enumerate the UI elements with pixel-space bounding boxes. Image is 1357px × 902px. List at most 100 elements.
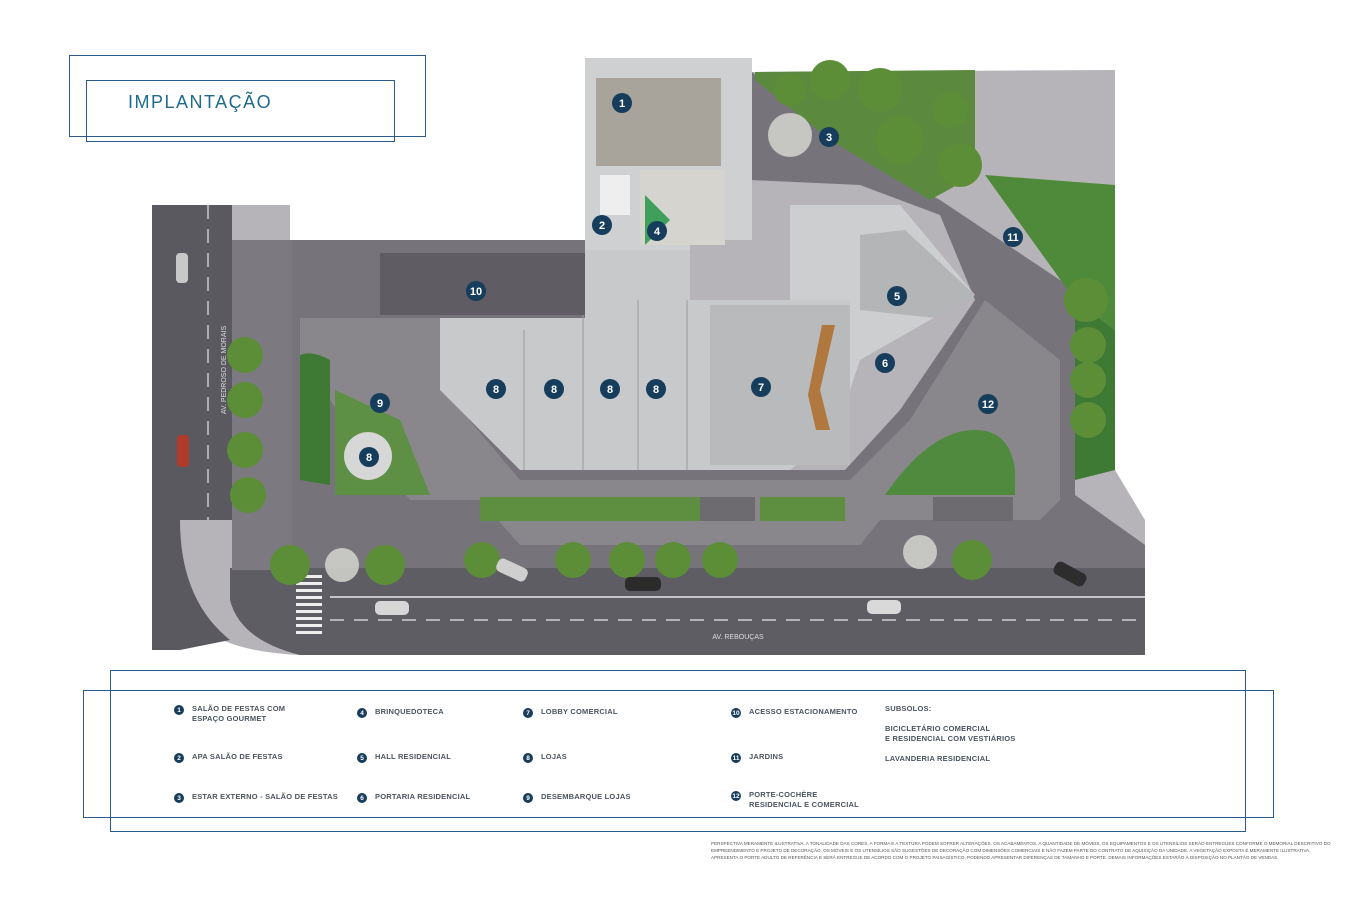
disclaimer-text: PERSPECTIVA MERAMENTE ILUSTRATIVA. A TON… — [711, 841, 1331, 860]
map-marker-8 — [544, 379, 564, 399]
page-title: IMPLANTAÇÃO — [128, 92, 273, 112]
legend-item-8: 8 LOJAS — [523, 752, 567, 763]
subsoil-heading: SUBSOLOS: — [885, 704, 932, 713]
cars — [176, 253, 1087, 615]
map-marker-label: 5 — [894, 291, 900, 303]
map-marker-label: 8 — [653, 384, 659, 396]
map-marker-label: 8 — [366, 452, 372, 464]
legend-item-7: 7 LOBBY COMERCIAL — [523, 707, 618, 718]
map-marker-12 — [978, 394, 998, 414]
legend-number: 12 — [731, 791, 741, 801]
map-marker-9 — [370, 393, 390, 413]
map-marker-5 — [887, 286, 907, 306]
map-marker-2 — [592, 215, 612, 235]
legend-item-12: 12 PORTE-COCHÈRE RESIDENCIAL E COMERCIAL — [731, 790, 859, 810]
legend-item-6: 6 PORTARIA RESIDENCIAL — [357, 792, 470, 803]
subsoil-item: LAVANDERIA RESIDENCIAL — [885, 754, 991, 763]
title-frame-inner — [86, 80, 395, 142]
map-marker-label: 11 — [1007, 232, 1019, 244]
legend-number: 8 — [523, 753, 533, 763]
hedge-row — [480, 497, 700, 521]
legend-number: 9 — [523, 793, 533, 803]
garden-porte-cochere — [885, 430, 1015, 495]
map-marker-label: 8 — [551, 384, 557, 396]
legend-number: 6 — [357, 793, 367, 803]
map-marker-label: 9 — [377, 398, 383, 410]
map-marker-7 — [751, 377, 771, 397]
legend-number: 5 — [357, 753, 367, 763]
bottom-avenue — [230, 568, 1145, 655]
legend-number: 2 — [174, 753, 184, 763]
lobby-bench — [808, 325, 835, 430]
legend-item-9: 9 DESEMBARQUE LOJAS — [523, 792, 631, 803]
restroom-block — [600, 175, 630, 215]
map-marker-8 — [646, 379, 666, 399]
legend-label: APA SALÃO DE FESTAS — [192, 752, 283, 761]
map-marker-label: 8 — [493, 384, 499, 396]
subsoil-item: BICICLETÁRIO COMERCIAL — [885, 724, 991, 733]
legend-number: 10 — [731, 708, 741, 718]
bench-deck — [700, 497, 755, 521]
legend-label: PORTARIA RESIDENCIAL — [375, 792, 471, 801]
map-marker-10 — [466, 281, 486, 301]
map-marker-label: 3 — [826, 132, 832, 144]
map-marker-4 — [647, 221, 667, 241]
map-marker-6 — [875, 353, 895, 373]
legend-label: LOBBY COMERCIAL — [541, 707, 618, 716]
legend-item-4: 4 BRINQUEDOTECA — [357, 707, 444, 718]
map-marker-label: 12 — [982, 399, 994, 411]
site-plan: AV. PEDROSO DE MORAIS AV. REBOUÇAS 12345… — [152, 58, 1145, 655]
legend-label: SALÃO DE FESTAS COM — [192, 704, 286, 713]
legend-item-2: 2 APA SALÃO DE FESTAS — [174, 752, 283, 763]
ornamental-trees — [325, 113, 937, 582]
legend-number: 11 — [731, 753, 741, 763]
legend-label: LOJAS — [541, 752, 568, 761]
legend-item-10: 10 ACESSO ESTACIONAMENTO — [731, 707, 858, 718]
legend-label: JARDINS — [749, 752, 784, 761]
legend-label: ACESSO ESTACIONAMENTO — [749, 707, 858, 716]
legend-item-1: 1 SALÃO DE FESTAS COM ESPAÇO GOURMET — [174, 704, 285, 724]
plaza-inner-band — [300, 300, 1060, 545]
map-marker-11 — [1003, 227, 1023, 247]
map-marker-label: 4 — [654, 226, 661, 238]
legend-frame-inner — [83, 690, 1274, 818]
legend-number: 3 — [174, 793, 184, 803]
bench-deck — [933, 497, 1013, 521]
map-marker-label: 10 — [470, 286, 482, 298]
legend-label: HALL RESIDENCIAL — [375, 752, 451, 761]
salon-floor — [596, 78, 721, 166]
legend-number: 7 — [523, 708, 533, 718]
legend-item-5: 5 HALL RESIDENCIAL — [357, 752, 451, 763]
legend-label: DESEMBARQUE LOJAS — [541, 792, 631, 801]
legend-label: PORTE-COCHÈRE — [749, 790, 818, 799]
map-marker-8 — [486, 379, 506, 399]
legend-item-3: 3 ESTAR EXTERNO - SALÃO DE FESTAS — [174, 792, 338, 803]
legend-label: RESIDENCIAL E COMERCIAL — [749, 800, 859, 809]
legend-frame-outer — [110, 670, 1246, 832]
map-marker-label: 1 — [619, 98, 625, 110]
title-frame-outer — [69, 55, 426, 137]
left-avenue — [152, 205, 232, 650]
map-marker-8 — [359, 447, 379, 467]
legend-number: 1 — [174, 705, 184, 715]
legend-label: BRINQUEDOTECA — [375, 707, 444, 716]
street-label-bottom: AV. REBOUÇAS — [712, 634, 764, 641]
garden-plaza — [300, 353, 330, 485]
map-marker-label: 7 — [758, 382, 764, 394]
hedge-row — [760, 497, 845, 521]
map-marker-1 — [612, 93, 632, 113]
garden-terrace — [755, 70, 975, 200]
map-marker-3 — [819, 127, 839, 147]
map-marker-label: 2 — [599, 220, 605, 232]
street-label-left: AV. PEDROSO DE MORAIS — [221, 326, 228, 415]
legend-label: ESTAR EXTERNO - SALÃO DE FESTAS — [192, 792, 338, 801]
street-trees — [227, 60, 1108, 585]
legend-number: 4 — [357, 708, 367, 718]
map-marker-8 — [600, 379, 620, 399]
map-marker-label: 6 — [882, 358, 888, 370]
map-marker-label: 8 — [607, 384, 613, 396]
subsoil-info: SUBSOLOS: BICICLETÁRIO COMERCIAL E RESID… — [885, 704, 1015, 764]
subsoil-item: E RESIDENCIAL COM VESTIÁRIOS — [885, 734, 1016, 743]
legend-item-11: 11 JARDINS — [731, 752, 783, 763]
